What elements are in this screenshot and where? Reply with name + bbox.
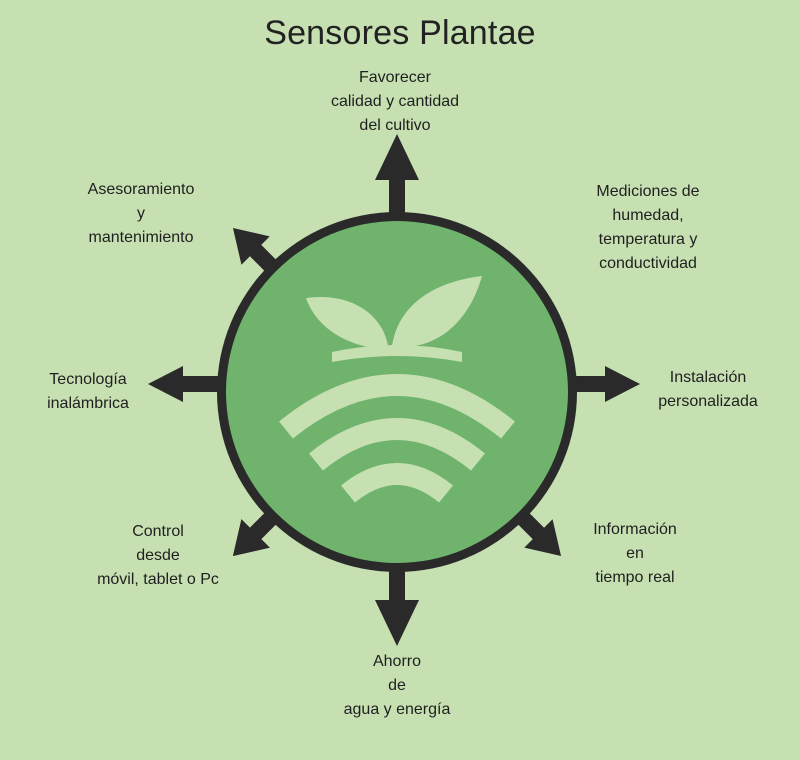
benefit-right: Instalación personalizada <box>658 369 758 410</box>
right-leaf-icon <box>392 276 482 347</box>
benefit-left: Tecnología inalámbrica <box>47 371 129 412</box>
arrow-down <box>375 560 419 646</box>
benefit-top-left: Asesoramiento y mantenimiento <box>87 181 195 246</box>
benefit-bottom: Ahorro de agua y energía <box>343 653 451 718</box>
benefit-bottom-right: Información en tiempo real <box>593 521 677 586</box>
wifi-wave-outer <box>279 374 515 439</box>
arrow-left <box>148 366 240 402</box>
benefit-bottom-left: Control desde móvil, tablet o Pc <box>97 523 219 588</box>
diagram-title: Sensores Plantae <box>264 14 536 52</box>
arrow-up <box>375 134 419 240</box>
benefit-top-right: Mediciones de humedad, temperatura y con… <box>596 183 700 272</box>
arrow-right <box>560 366 640 402</box>
wifi-wave-inner <box>341 463 453 503</box>
soil-arc <box>332 345 462 362</box>
plant-wifi-icon <box>279 276 515 503</box>
wifi-wave-middle <box>309 418 485 471</box>
benefit-top: Favorecer calidad y cantidad del cultivo <box>330 69 460 134</box>
left-leaf-icon <box>306 296 388 349</box>
